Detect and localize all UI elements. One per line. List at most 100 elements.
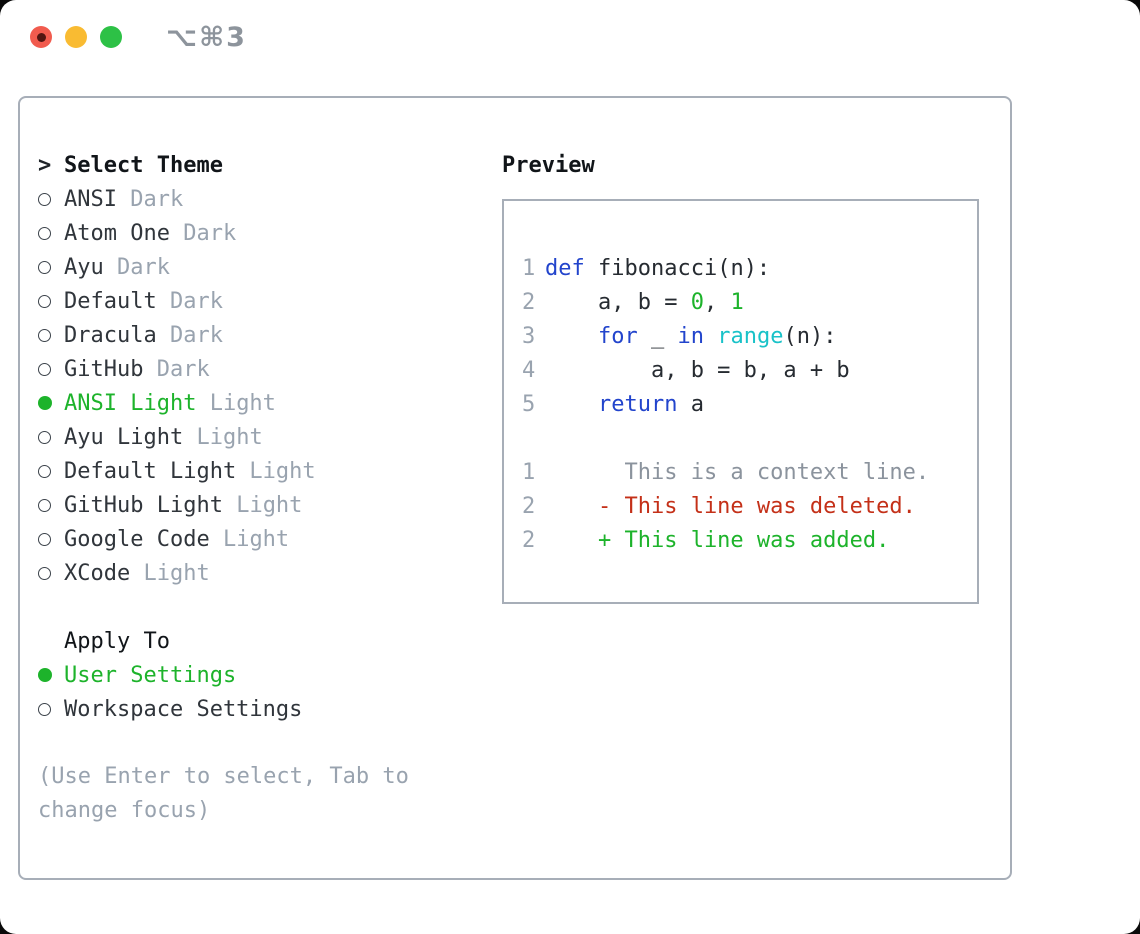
option-label: Dracula (64, 322, 157, 348)
maximize-button[interactable] (100, 26, 122, 48)
option-label: XCode (64, 560, 131, 586)
spacer (38, 590, 478, 624)
radio-unselected-icon (38, 226, 64, 240)
code-token: This is a context line. (545, 459, 930, 485)
radio-unselected-icon (38, 702, 64, 716)
preview-header: Preview (502, 148, 979, 182)
code-line: 2 + This line was added. (522, 523, 977, 557)
theme-option-dracula[interactable]: Dracula Dark (38, 318, 478, 352)
code-line: 1 This is a context line. (522, 455, 977, 489)
window-title: ⌥⌘3 (166, 22, 247, 53)
theme-variant-tag: Light (130, 560, 210, 586)
apply-to-title: Apply To (64, 628, 170, 654)
radio-unselected-icon (38, 192, 64, 206)
theme-option-github[interactable]: GitHub Dark (38, 352, 478, 386)
radio-unselected-icon (38, 328, 64, 342)
code-line: 2 a, b = 0, 1 (522, 285, 977, 319)
code-token: a, b = b, a + b (545, 357, 850, 383)
radio-unselected-icon (38, 294, 64, 308)
option-label: Google Code (64, 526, 210, 552)
code-line (522, 421, 977, 455)
theme-variant-tag: Dark (169, 220, 237, 246)
close-button[interactable] (30, 26, 52, 48)
option-label: ANSI Light (64, 390, 197, 416)
line-number: 1 (522, 459, 536, 485)
code-token: 1 (730, 289, 744, 315)
cursor-prompt: > (38, 152, 52, 178)
radio-selected-icon (38, 668, 64, 682)
apply-to-header: Apply To (38, 624, 478, 658)
code-token: fibonacci(n): (584, 255, 771, 281)
option-label: Default (64, 288, 157, 314)
code-token: , (703, 289, 731, 315)
code-token: + This line was added. (545, 527, 890, 553)
line-number: 3 (522, 323, 536, 349)
theme-variant-tag: Dark (116, 186, 184, 212)
theme-option-default[interactable]: Default Dark (38, 284, 478, 318)
radio-unselected-icon (38, 532, 64, 546)
theme-option-github-light[interactable]: GitHub Light Light (38, 488, 478, 522)
radio-unselected-icon (38, 498, 64, 512)
close-dot-icon (36, 32, 46, 42)
minimize-button[interactable] (65, 26, 87, 48)
theme-variant-tag: Light (183, 424, 263, 450)
radio-unselected-icon (38, 464, 64, 478)
theme-variant-tag: Dark (156, 288, 223, 314)
apply-option-workspace-settings[interactable]: Workspace Settings (38, 692, 478, 726)
spacer (38, 726, 478, 760)
code-token: a, b = (545, 289, 691, 315)
apply-option-user-settings[interactable]: User Settings (38, 658, 478, 692)
theme-option-ayu[interactable]: Ayu Dark (38, 250, 478, 284)
theme-option-default-light[interactable]: Default Light Light (38, 454, 478, 488)
theme-option-google-code[interactable]: Google Code Light (38, 522, 478, 556)
option-label: User Settings (64, 662, 237, 688)
select-theme-title: Select Theme (64, 152, 223, 178)
option-label: ANSI (64, 186, 117, 212)
code-token: (n): (783, 323, 837, 349)
code-token (545, 324, 598, 349)
radio-selected-icon (38, 396, 64, 410)
line-number: 1 (522, 255, 536, 281)
option-label: Workspace Settings (64, 696, 303, 722)
theme-variant-tag: Light (236, 458, 316, 484)
titlebar: ⌥⌘3 (0, 0, 1140, 74)
theme-option-ansi[interactable]: ANSI Dark (38, 182, 478, 216)
option-label: Atom One (64, 220, 170, 246)
code-token: a (677, 391, 704, 417)
line-number: 2 (522, 527, 536, 553)
radio-unselected-icon (38, 430, 64, 444)
line-number: 4 (522, 357, 536, 383)
line-number: 5 (522, 391, 536, 417)
code-token: - This line was deleted. (545, 493, 916, 519)
theme-variant-tag: Light (209, 526, 290, 552)
help-text: (Use Enter to select, Tab to change focu… (38, 764, 409, 823)
radio-unselected-icon (38, 362, 64, 376)
radio-unselected-icon (38, 566, 64, 580)
code-token: return (597, 391, 678, 417)
radio-unselected-icon (38, 260, 64, 274)
option-label: Default Light (64, 458, 237, 484)
code-token: in (677, 323, 704, 349)
theme-option-ayu-light[interactable]: Ayu Light Light (38, 420, 478, 454)
code-token (704, 324, 717, 349)
theme-option-xcode[interactable]: XCode Light (38, 556, 478, 590)
code-line: 5 return a (522, 387, 977, 421)
theme-option-atom-one[interactable]: Atom One Dark (38, 216, 478, 250)
code-token: 0 (690, 289, 704, 315)
code-line: 3 for _ in range(n): (522, 319, 977, 353)
theme-variant-tag: Light (196, 390, 276, 416)
theme-variant-tag: Dark (143, 356, 210, 382)
option-label: Ayu (64, 254, 104, 280)
option-label: GitHub (64, 356, 144, 382)
code-token: range (717, 323, 784, 349)
theme-variant-tag: Light (222, 492, 303, 518)
theme-option-ansi-light[interactable]: ANSI Light Light (38, 386, 478, 420)
